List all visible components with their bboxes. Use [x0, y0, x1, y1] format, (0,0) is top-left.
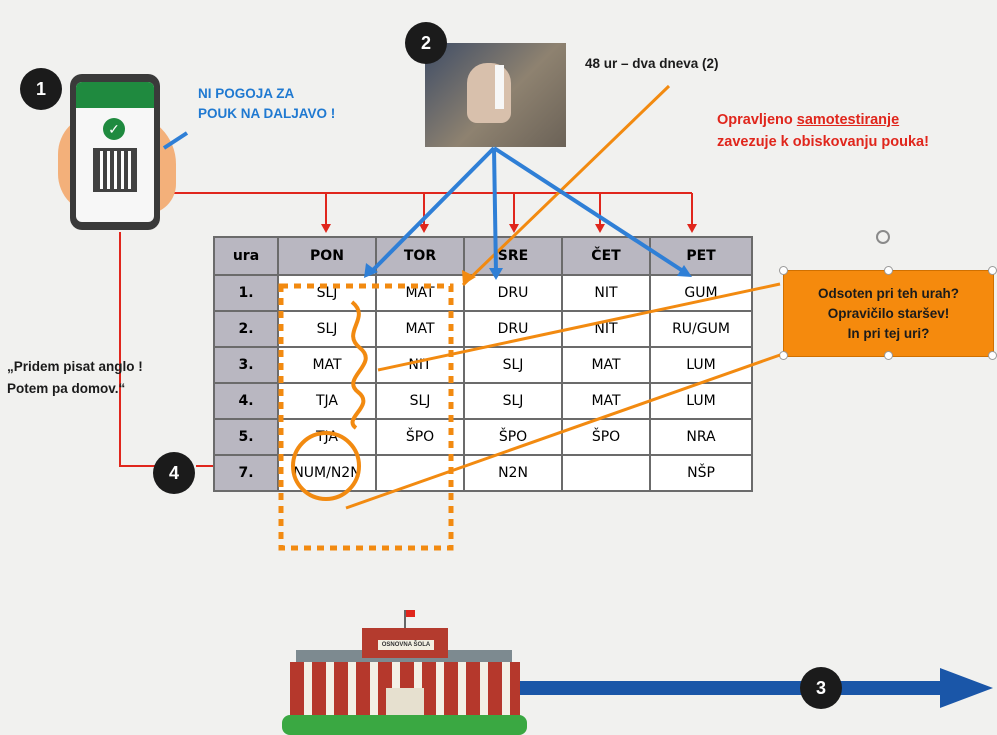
row-hour: 4.	[213, 382, 279, 420]
test-strip	[495, 65, 504, 109]
cell: MAT	[561, 346, 651, 384]
row-hour: 7.	[213, 454, 279, 492]
timetable: ura PON TOR SRE ČET PET 1. SLJ MAT DRU N…	[213, 236, 753, 492]
checkmark-icon: ✓	[103, 118, 125, 140]
quote-line-1: „Pridem pisat anglo !	[7, 359, 143, 374]
lawn	[282, 715, 527, 735]
cell: N2N	[463, 454, 563, 492]
entrance	[386, 688, 424, 720]
step-badge-3: 3	[800, 667, 842, 709]
step-badge-1: 1	[20, 68, 62, 110]
self-test-underlined: samotestiranje	[796, 112, 900, 128]
cell	[561, 454, 651, 492]
flag-icon	[405, 610, 415, 617]
hours-label: 48 ur – dva dneva (2)	[585, 56, 719, 71]
cell: SLJ	[463, 382, 563, 420]
table-row: 1. SLJ MAT DRU NIT GUM	[213, 274, 753, 312]
table-row: 4. TJA SLJ SLJ MAT LUM	[213, 382, 753, 420]
cell: SLJ	[463, 346, 563, 384]
header-ura: ura	[213, 236, 279, 276]
phone-screen: ✓	[76, 82, 154, 222]
cell: MAT	[375, 274, 465, 312]
step-badge-4: 4	[153, 452, 195, 494]
school-building-illustration: OSNOVNA ŠOLA	[282, 610, 527, 735]
cell: TJA	[277, 382, 377, 420]
cell: LUM	[649, 346, 753, 384]
self-test-label: Opravljeno samotestiranje zavezuje k obi…	[717, 109, 929, 153]
cell: ŠPO	[375, 418, 465, 456]
header-pet: PET	[649, 236, 753, 276]
student-quote: „Pridem pisat anglo ! Potem pa domov.“	[7, 356, 143, 400]
cell: NŠP	[649, 454, 753, 492]
school-sign: OSNOVNA ŠOLA	[378, 640, 434, 650]
callout-line-1: Odsoten pri teh urah?	[817, 285, 959, 301]
cell: NIT	[561, 274, 651, 312]
self-test-line-2: zavezuje k obiskovanju pouka!	[717, 134, 929, 150]
callout-line-3: In pri tej uri?	[847, 325, 930, 341]
label-line-1: NI POGOJA ZA	[198, 86, 295, 101]
table-row: 5. TJA ŠPO ŠPO ŠPO NRA	[213, 418, 753, 456]
step-badge-2: 2	[405, 22, 447, 64]
cell: DRU	[463, 274, 563, 312]
cell: MAT	[277, 346, 377, 384]
absence-callout: Odsoten pri teh urah? Opravičilo staršev…	[783, 270, 994, 357]
phone-illustration: ✓	[58, 74, 178, 234]
row-hour: 3.	[213, 346, 279, 384]
resize-handle[interactable]	[884, 266, 893, 275]
cell: SLJ	[277, 274, 377, 312]
table-row: 2. SLJ MAT DRU NIT RU/GUM	[213, 310, 753, 348]
cell: SLJ	[375, 382, 465, 420]
row-hour: 2.	[213, 310, 279, 348]
cell: ŠPO	[561, 418, 651, 456]
resize-handle[interactable]	[884, 351, 893, 360]
header-pon: PON	[277, 236, 377, 276]
resize-handle[interactable]	[779, 266, 788, 275]
self-test-photo	[425, 43, 566, 147]
row-hour: 1.	[213, 274, 279, 312]
cell: GUM	[649, 274, 753, 312]
cell: MAT	[561, 382, 651, 420]
qr-code-icon	[93, 148, 137, 192]
flag-pole	[404, 610, 406, 628]
no-remote-learning-label: NI POGOJA ZA POUK NA DALJAVO !	[198, 84, 335, 124]
rotate-handle-icon[interactable]	[876, 230, 890, 244]
label-line-2: POUK NA DALJAVO !	[198, 106, 336, 121]
row-hour: 5.	[213, 418, 279, 456]
self-test-prefix: Opravljeno	[717, 112, 797, 128]
cell: NRA	[649, 418, 753, 456]
quote-line-2: Potem pa domov.“	[7, 381, 126, 396]
cell: RU/GUM	[649, 310, 753, 348]
callout-line-2: Opravičilo staršev!	[827, 305, 950, 321]
header-cet: ČET	[561, 236, 651, 276]
header-tor: TOR	[375, 236, 465, 276]
